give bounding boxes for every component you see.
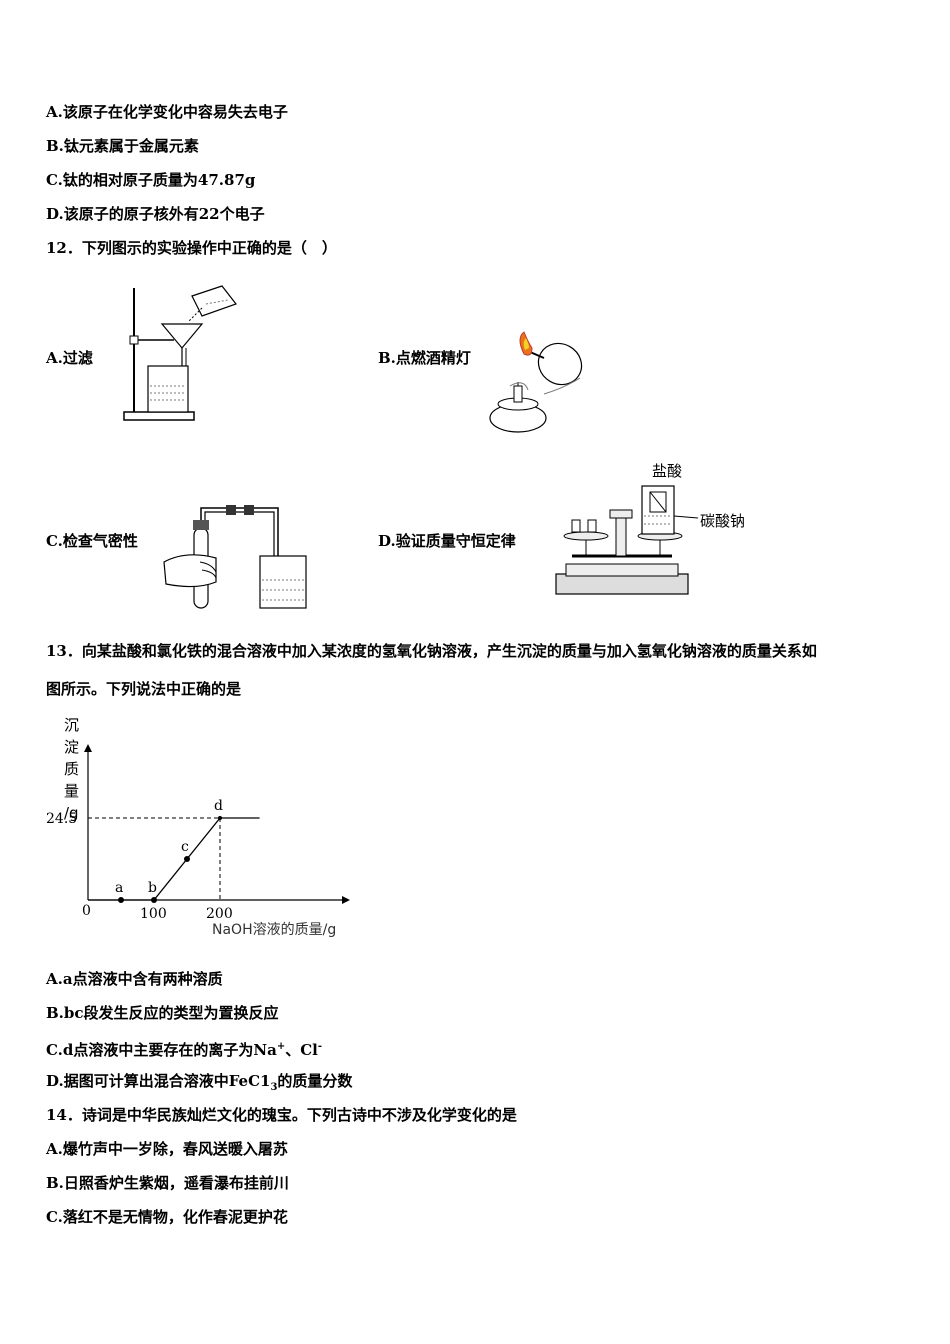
- q11-option-c: C.钛的相对原子质量为47.87g: [46, 170, 255, 190]
- data-point-b: [151, 897, 157, 903]
- option-label: B.: [378, 349, 396, 367]
- option-text: 据图可计算出混合溶液中FeC1: [63, 1072, 271, 1090]
- data-point-c: [184, 856, 190, 862]
- y-axis-label-char: 量: [64, 782, 79, 800]
- option-text: 点燃酒精灯: [395, 349, 471, 367]
- q12-option-b: B.点燃酒精灯: [378, 348, 471, 368]
- option-label: D.: [46, 205, 64, 223]
- q12-option-a: A.过滤: [46, 348, 93, 368]
- option-text: 检查气密性: [62, 532, 138, 550]
- option-label: D.: [378, 532, 396, 550]
- q12-option-c: C.检查气密性: [46, 531, 138, 551]
- filtration-figure: [123, 285, 237, 421]
- superscript: +: [276, 1041, 286, 1052]
- option-label: A.: [46, 103, 63, 121]
- x-axis-label: NaOH溶液的质量/g: [212, 922, 336, 938]
- point-label-d: d: [214, 798, 223, 814]
- q11-option-b: B.钛元素属于金属元素: [46, 136, 199, 156]
- option-text: 过滤: [62, 349, 93, 367]
- y-axis-label-char: 质: [64, 760, 79, 778]
- option-label: B.: [46, 1174, 64, 1192]
- option-text: d点溶液中主要存在的离子为Na: [62, 1041, 277, 1059]
- option-text: 日照香炉生紫烟，遥看瀑布挂前川: [63, 1174, 289, 1192]
- airtightness-figure: [163, 505, 307, 609]
- option-text: 钛的相对原子质量为47.87g: [62, 171, 256, 189]
- option-text: 钛元素属于金属元素: [63, 137, 199, 155]
- option-label: C.: [46, 532, 63, 550]
- y-axis-arrow: [84, 744, 92, 752]
- q11-option-d: D.该原子的原子核外有22个电子: [46, 204, 265, 224]
- option-label: A.: [46, 1140, 63, 1158]
- option-label: D.: [46, 1072, 64, 1090]
- origin-label: 0: [82, 903, 91, 919]
- option-text: 爆竹声中一岁除，春风送暖入屠苏: [62, 1140, 288, 1158]
- option-text: 该原子的原子核外有22个电子: [63, 205, 265, 223]
- point-label-a: a: [115, 880, 123, 896]
- balance-figure: 盐酸 碳酸钠: [555, 462, 745, 595]
- q12-option-d: D.验证质量守恒定律: [378, 531, 516, 551]
- option-text: 、Cl: [285, 1041, 318, 1059]
- alcohol-lamp-figure: [489, 331, 583, 433]
- q14-option-b: B.日照香炉生紫烟，遥看瀑布挂前川: [46, 1173, 289, 1193]
- x-tick-label: 100: [140, 906, 167, 922]
- option-label: A.: [46, 970, 63, 988]
- subscript: 3: [270, 1082, 278, 1093]
- option-label: A.: [46, 349, 63, 367]
- option-label: C.: [46, 171, 63, 189]
- q13-option-d: D.据图可计算出混合溶液中FeC13的质量分数: [46, 1071, 352, 1098]
- series-line: [88, 817, 260, 901]
- option-label: B.: [46, 1004, 64, 1022]
- option-text: a点溶液中含有两种溶质: [62, 970, 223, 988]
- q14-stem: 14．诗词是中华民族灿烂文化的瑰宝。下列古诗中不涉及化学变化的是: [46, 1106, 517, 1124]
- option-text: 的质量分数: [277, 1072, 353, 1090]
- point-label-b: b: [148, 880, 157, 896]
- x-tick-label: 200: [206, 906, 233, 922]
- option-text: 验证质量守恒定律: [395, 532, 516, 550]
- q13-option-b: B.bc段发生反应的类型为置换反应: [46, 1003, 279, 1023]
- q12-stem: 12．下列图示的实验操作中正确的是（ ）: [46, 239, 337, 257]
- data-point-a: [118, 897, 124, 903]
- point-label-c: c: [181, 839, 189, 855]
- q13-option-c: C.d点溶液中主要存在的离子为Na+、Cl-: [46, 1037, 322, 1060]
- option-label: B.: [46, 137, 64, 155]
- q11-option-a: A.该原子在化学变化中容易失去电子: [46, 102, 288, 122]
- y-axis-label-char: 沉: [64, 716, 79, 734]
- salt-label: 碳酸钠: [700, 512, 745, 530]
- option-text: bc段发生反应的类型为置换反应: [63, 1004, 279, 1022]
- data-point-d: [218, 816, 222, 820]
- superscript: -: [317, 1041, 323, 1052]
- y-tick-label: 24.5: [46, 811, 77, 827]
- q13-option-a: A.a点溶液中含有两种溶质: [46, 969, 223, 989]
- option-text: 落红不是无情物，化作春泥更护花: [62, 1208, 288, 1226]
- option-label: C.: [46, 1041, 63, 1059]
- q14-option-c: C.落红不是无情物，化作春泥更护花: [46, 1207, 288, 1227]
- acid-label: 盐酸: [652, 462, 682, 480]
- y-axis-label-char: 淀: [64, 738, 79, 756]
- q13-stem-line2: 图所示。下列说法中正确的是: [46, 680, 242, 698]
- option-label: C.: [46, 1208, 63, 1226]
- x-axis-arrow: [342, 896, 350, 904]
- y-axis-label-char: /g: [64, 804, 79, 822]
- q14-option-a: A.爆竹声中一岁除，春风送暖入屠苏: [46, 1139, 288, 1159]
- option-text: 该原子在化学变化中容易失去电子: [62, 103, 288, 121]
- q13-stem-line1: 13．向某盐酸和氯化铁的混合溶液中加入某浓度的氢氧化钠溶液，产生沉淀的质量与加入…: [46, 642, 817, 660]
